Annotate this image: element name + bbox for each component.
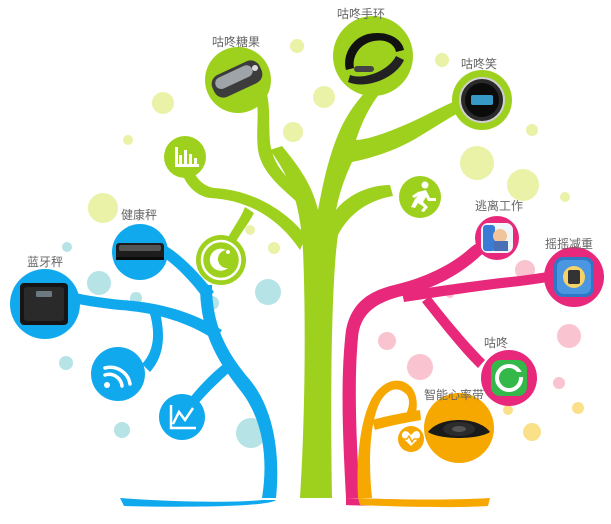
- running-node[interactable]: [399, 176, 441, 218]
- decorative-dots: [59, 39, 584, 448]
- line-chart-icon: [169, 405, 196, 430]
- escape-work-app-icon: [481, 223, 513, 253]
- heart-rate-strap-icon: [428, 420, 490, 438]
- escape-work-label: 逃离工作: [475, 199, 524, 213]
- codoon-app-icon: [491, 360, 527, 396]
- smile-label: 咕咚笑: [461, 57, 498, 71]
- heartbeat-node[interactable]: [398, 426, 424, 452]
- shake-weight-label: 摇摇减重: [545, 237, 594, 251]
- bluetooth-scale-node[interactable]: [10, 269, 80, 339]
- candy-tracker-node[interactable]: [205, 47, 271, 113]
- heartbeat-icon: [401, 431, 421, 446]
- trend-node[interactable]: [159, 394, 205, 440]
- orange-branches: [357, 380, 490, 508]
- codoon-node[interactable]: [481, 350, 537, 406]
- bar-chart-icon: [175, 147, 199, 167]
- candy-tracker-icon: [211, 60, 263, 98]
- wifi-icon: [103, 365, 132, 388]
- smile-device-node[interactable]: [452, 70, 512, 130]
- bar-chart-node[interactable]: [164, 136, 206, 178]
- health-scale-label: 健康秤: [121, 208, 158, 222]
- wristband-label: 咕咚手环: [337, 7, 386, 21]
- health-scale-node[interactable]: [112, 224, 168, 280]
- shake-weight-app-icon: [554, 257, 594, 297]
- running-person-icon: [411, 181, 436, 212]
- wristband-icon: [345, 32, 404, 85]
- health-scale-icon: [116, 243, 164, 260]
- wifi-node[interactable]: [91, 347, 145, 401]
- escape-work-node[interactable]: [475, 216, 519, 260]
- heart-rate-strap-node[interactable]: [424, 393, 494, 463]
- codoon-label: 咕咚: [484, 336, 509, 350]
- heart-rate-label: 智能心率带: [424, 388, 485, 402]
- bluetooth-scale-icon: [20, 283, 68, 325]
- candy-label: 咕咚糖果: [212, 35, 261, 49]
- smile-device-icon: [459, 77, 505, 123]
- sleep-moon-icon: [209, 248, 230, 271]
- sleep-node[interactable]: [196, 235, 246, 285]
- bluetooth-scale-label: 蓝牙秤: [27, 255, 64, 269]
- wristband-node[interactable]: [333, 16, 413, 96]
- shake-weight-node[interactable]: [544, 247, 604, 307]
